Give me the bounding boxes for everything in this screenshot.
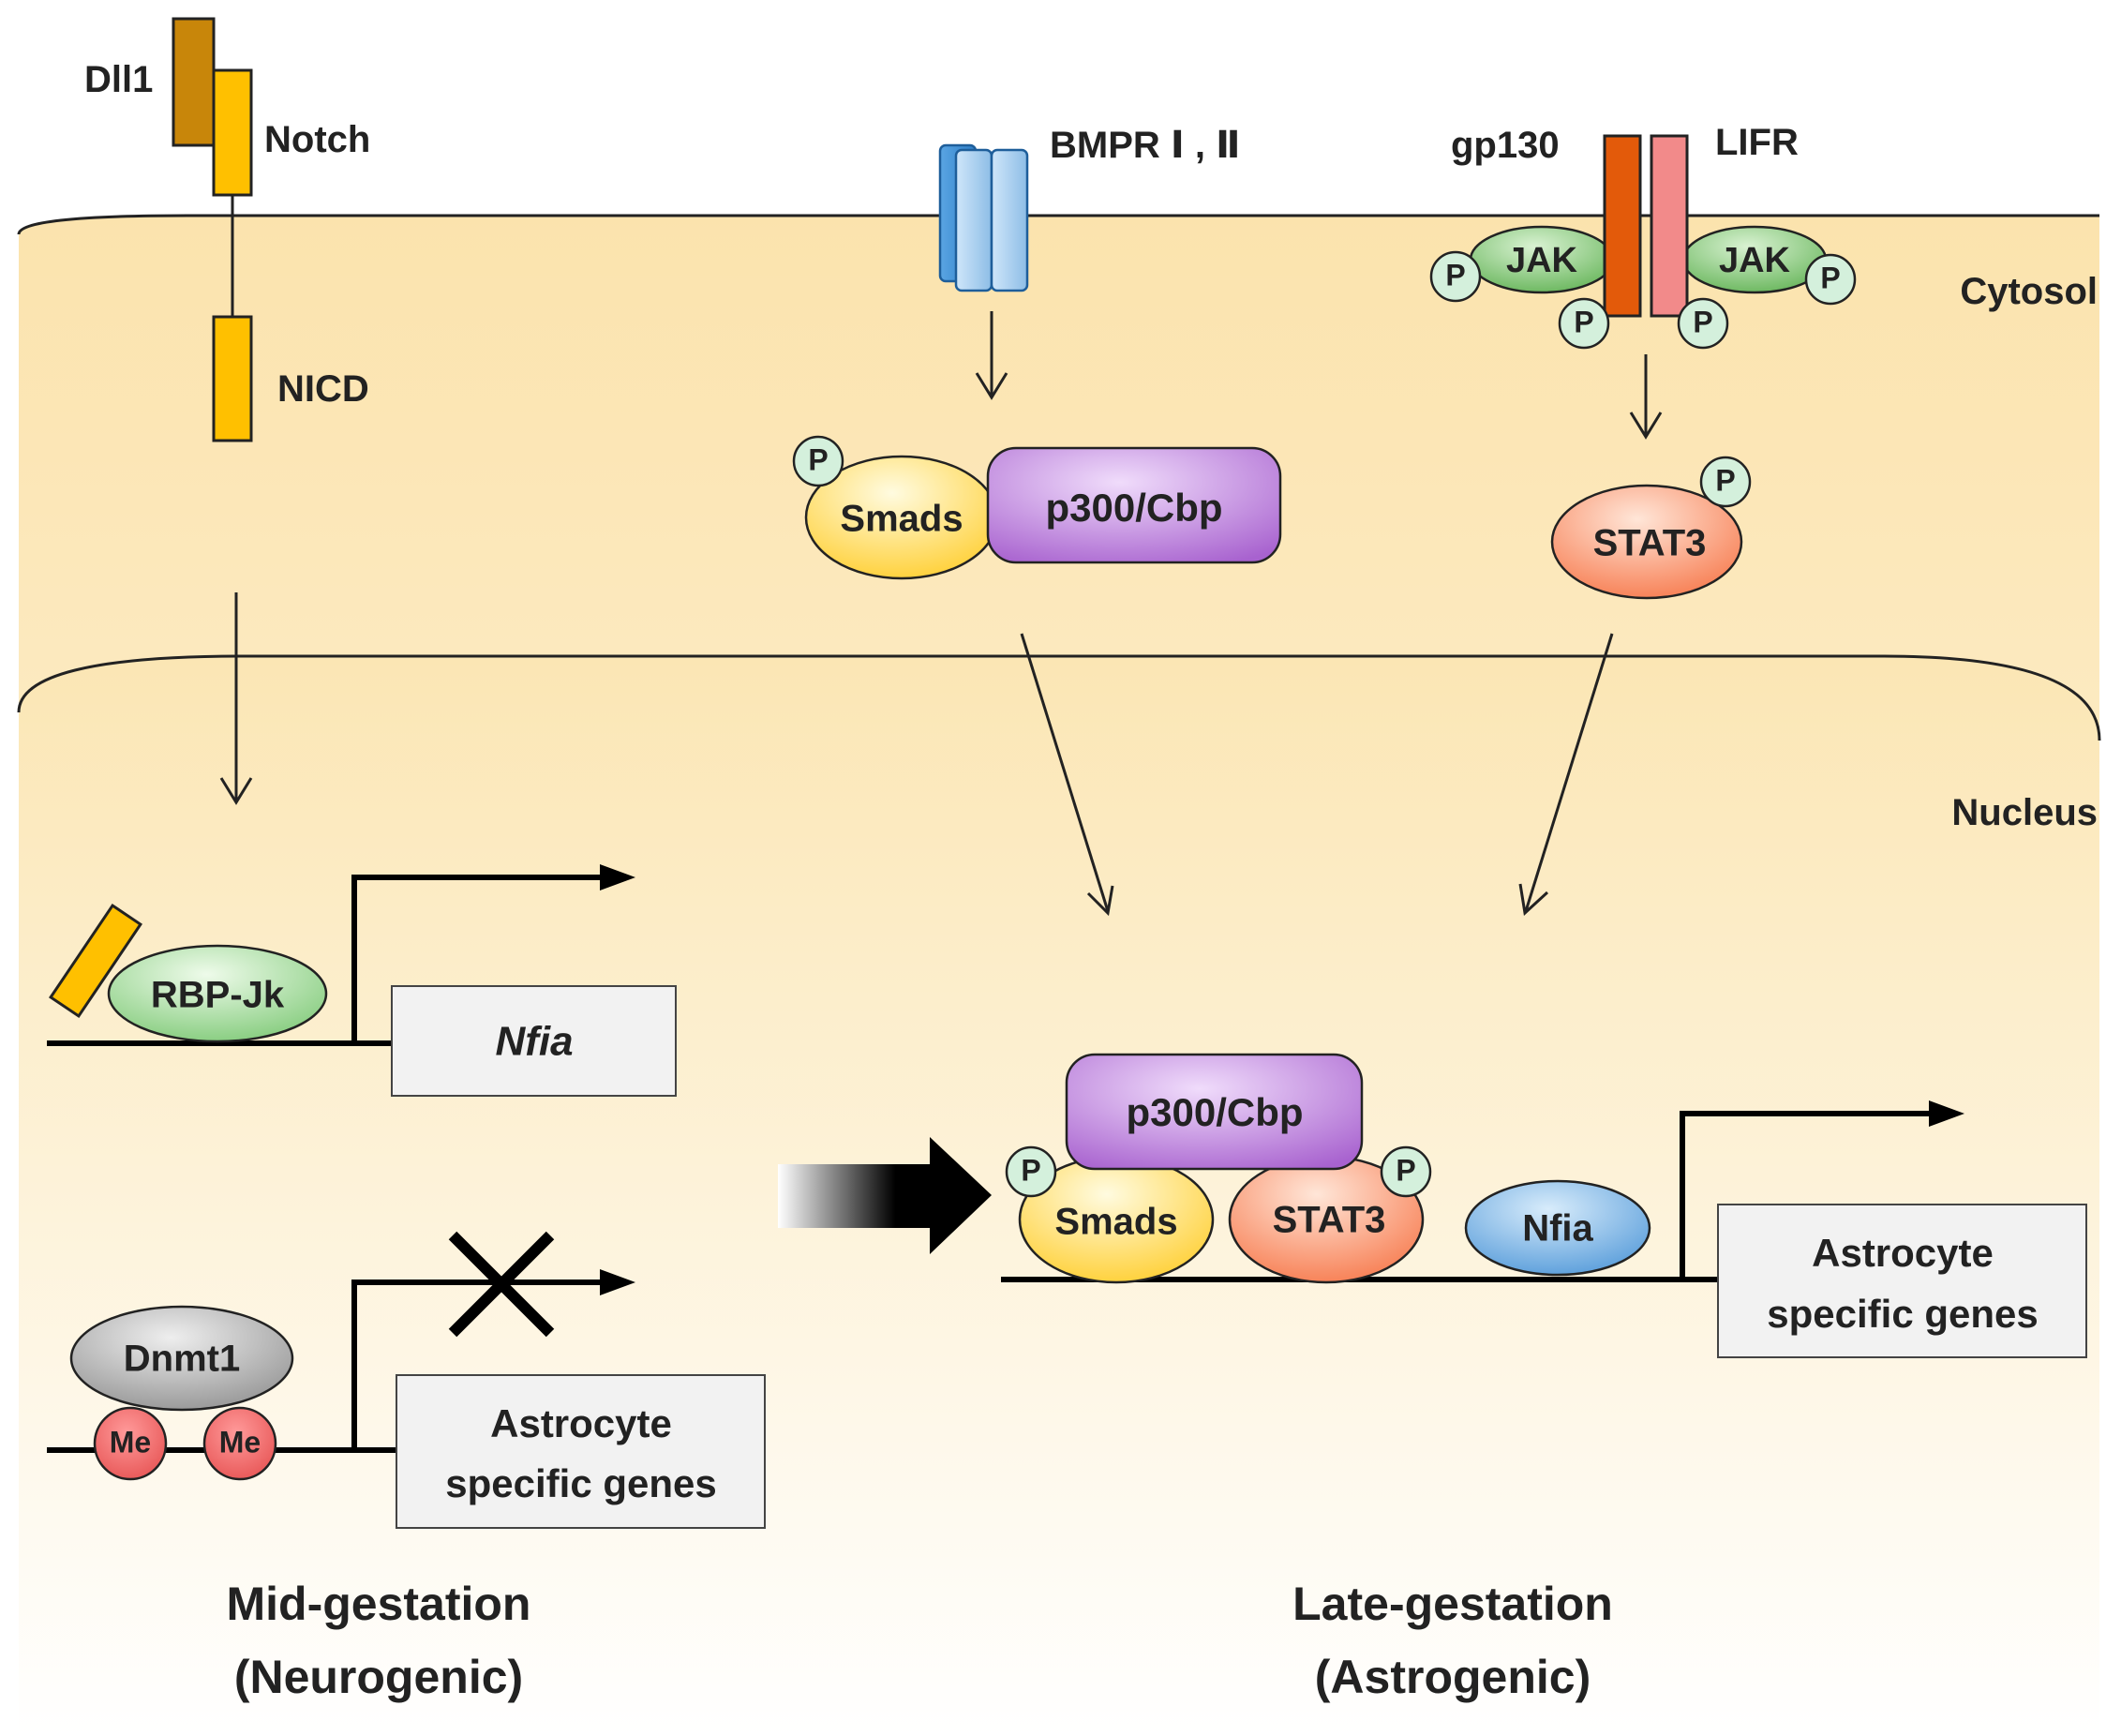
arrow-bmpr-to-smads — [975, 311, 1008, 400]
mid-caption-line2: (Neurogenic) — [234, 1651, 523, 1703]
p300-nuclear — [1065, 1053, 1364, 1171]
svg-text:Me: Me — [110, 1425, 151, 1459]
gp130-receptor — [1603, 134, 1642, 318]
nfia-protein-label: Nfia — [1522, 1208, 1593, 1250]
phospho-lifr: P — [1677, 297, 1729, 350]
tss-arrow-astro-late — [1680, 1100, 1964, 1280]
svg-text:P: P — [1820, 261, 1840, 294]
astro-genes-box-late — [1717, 1204, 2087, 1358]
phospho-gp130: P — [1558, 297, 1610, 350]
p300-cyto-label: p300/Cbp — [1045, 486, 1222, 530]
smads-nuclear-label: Smads — [1054, 1202, 1177, 1243]
jak-left-label: JAK — [1506, 241, 1578, 280]
notch-label: Notch — [264, 119, 370, 160]
late-caption-line2: (Astrogenic) — [1315, 1651, 1591, 1703]
stat3-cyto — [1550, 484, 1743, 600]
nicd-fragment — [212, 315, 253, 442]
svg-text:P: P — [808, 442, 828, 476]
astro-genes-mid-line1: Astrocyte — [490, 1401, 672, 1445]
nuclear-envelope — [17, 654, 2101, 741]
arrow-smads-to-nucleus — [1020, 633, 1114, 917]
cross-mark-icon — [448, 1231, 555, 1338]
dnmt1-factor — [69, 1305, 294, 1412]
astro-genes-box-mid — [396, 1374, 766, 1529]
phospho-jak-right: P — [1804, 253, 1857, 306]
phospho-smads-nuclear: P — [1005, 1145, 1057, 1198]
arrow-receptor-to-stat3 — [1629, 354, 1663, 440]
rbpjk-label: RBP-Jk — [151, 975, 285, 1016]
cell-membrane — [17, 214, 2099, 235]
transition-arrow — [778, 1137, 992, 1254]
arrow-stat3-to-nucleus — [1518, 633, 1614, 916]
arrow-nicd-to-nucleus — [219, 592, 253, 805]
bmpr-receptor — [938, 143, 1029, 292]
jak-right-label: JAK — [1719, 241, 1791, 280]
p300-cyto — [986, 446, 1282, 564]
bmpr-label: BMPR Ⅰ , Ⅱ — [1050, 125, 1240, 166]
notch-receptor — [212, 68, 253, 197]
svg-text:Me: Me — [219, 1425, 261, 1459]
mid-caption-line1: Mid-gestation — [227, 1578, 531, 1630]
gp130-label: gp130 — [1451, 125, 1560, 166]
dnmt1-label: Dnmt1 — [124, 1339, 240, 1380]
methyl-mark-1: Me — [93, 1406, 168, 1481]
nfia-gene-label: Nfia — [495, 1019, 573, 1065]
nicd-bound — [49, 903, 142, 1019]
stat3-nuclear-label: STAT3 — [1273, 1200, 1386, 1241]
dll1-ligand — [172, 17, 216, 147]
smads-cyto-label: Smads — [840, 499, 963, 540]
nfia-protein — [1464, 1179, 1651, 1277]
lifr-receptor — [1650, 134, 1689, 318]
phospho-smads-cyto: P — [792, 435, 844, 487]
nucleus-label: Nucleus — [1951, 792, 2098, 833]
phospho-stat3-nuclear: P — [1380, 1145, 1432, 1198]
tss-arrow-nfia — [351, 864, 635, 1043]
svg-text:P: P — [1445, 258, 1465, 292]
late-caption-line1: Late-gestation — [1292, 1578, 1613, 1630]
stat3-cyto-label: STAT3 — [1593, 523, 1707, 564]
tss-arrow-astro-mid — [351, 1269, 635, 1450]
nicd-label: NICD — [277, 368, 369, 410]
dll1-label: Dll1 — [84, 59, 153, 100]
cytosol-label: Cytosol — [1960, 271, 2098, 312]
astro-genes-late-line2: specific genes — [1767, 1292, 2038, 1336]
svg-text:P: P — [1021, 1153, 1040, 1187]
phospho-stat3-cyto: P — [1699, 456, 1752, 508]
nfia-gene-box — [391, 985, 677, 1097]
svg-text:P: P — [1574, 305, 1593, 338]
svg-text:P: P — [1693, 305, 1712, 338]
methyl-mark-2: Me — [202, 1406, 277, 1481]
p300-nuclear-label: p300/Cbp — [1126, 1090, 1303, 1134]
astro-genes-late-line1: Astrocyte — [1812, 1231, 1994, 1275]
astro-genes-mid-line2: specific genes — [445, 1461, 716, 1505]
phospho-jak-left: P — [1429, 250, 1482, 303]
svg-text:P: P — [1396, 1153, 1415, 1187]
svg-text:P: P — [1715, 463, 1735, 497]
lifr-label: LIFR — [1715, 122, 1799, 163]
rbpjk-factor — [107, 944, 328, 1043]
